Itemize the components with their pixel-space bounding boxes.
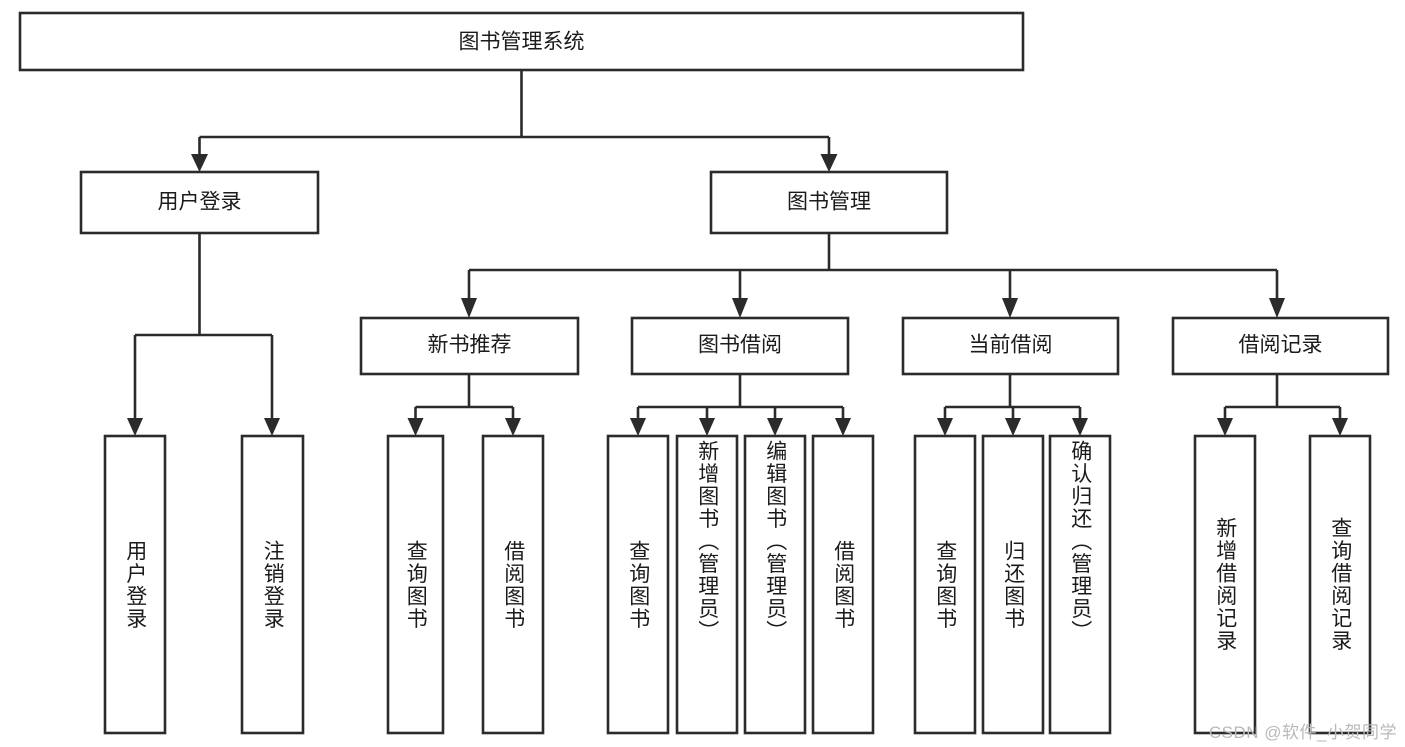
arrow-to-leaf-query-book-current: [937, 418, 953, 436]
csdn-watermark: CSDN @软件_小贺同学: [1208, 723, 1397, 742]
arrow-to-leaf-confirm-return: [1072, 418, 1088, 436]
arrow-to-new-book-recommend: [461, 298, 477, 318]
node-leaf-return-book-box[interactable]: [981, 434, 1045, 735]
node-leaf-query-book-new-box[interactable]: [386, 434, 445, 735]
node-book-borrow[interactable]: 图书借阅: [630, 316, 850, 376]
arrow-to-leaf-return-book: [1005, 418, 1021, 436]
arrow-to-leaf-edit-book: [767, 418, 783, 436]
node-leaf-logout-box[interactable]: [240, 434, 305, 735]
node-current-borrow-box[interactable]: [901, 316, 1120, 376]
arrow-to-leaf-query-book-borrow: [630, 418, 646, 436]
node-leaf-borrow-book-new-box[interactable]: [481, 434, 545, 735]
node-leaf-query-borrow-record-box[interactable]: [1308, 434, 1372, 735]
node-book-manage[interactable]: 图书管理: [709, 170, 949, 235]
node-current-borrow-label: 当前借阅: [969, 334, 1053, 357]
node-new-book-recommend-label: 新书推荐: [428, 334, 512, 357]
node-leaf-query-book-current-box[interactable]: [913, 434, 977, 735]
node-user-login[interactable]: 用户登录: [79, 170, 320, 235]
node-leaf-query-book-borrow-box[interactable]: [606, 434, 670, 735]
arrow-to-leaf-query-borrow-record: [1332, 418, 1348, 436]
node-new-book-recommend-box[interactable]: [359, 316, 580, 376]
node-user-login-box[interactable]: [79, 170, 320, 235]
arrow-to-leaf-user-login: [127, 418, 143, 436]
node-root-box[interactable]: [18, 11, 1025, 72]
arrow-to-leaf-query-book-new: [407, 418, 424, 436]
arrow-root-to-book-manage: [820, 154, 838, 172]
arrow-to-current-borrow: [1002, 298, 1018, 318]
node-book-manage-box[interactable]: [709, 170, 949, 235]
arrow-to-leaf-add-borrow-record: [1217, 418, 1233, 436]
node-book-manage-label: 图书管理: [787, 191, 871, 214]
node-leaf-add-book-box[interactable]: [675, 434, 739, 735]
arrow-to-leaf-borrow-book: [835, 418, 851, 436]
node-leaf-user-login-box[interactable]: [103, 434, 167, 735]
arrow-to-borrow-record: [1269, 298, 1285, 318]
node-root[interactable]: 图书管理系统: [18, 11, 1025, 72]
arrow-to-book-borrow: [732, 298, 748, 318]
node-leaf-confirm-return-box[interactable]: [1048, 434, 1112, 735]
arrow-root-to-user-login: [191, 154, 208, 172]
arrow-to-leaf-logout: [264, 418, 280, 436]
arrow-to-leaf-borrow-book-new: [505, 418, 521, 436]
node-user-login-label: 用户登录: [158, 191, 242, 214]
node-leaf-borrow-book-box[interactable]: [811, 434, 875, 735]
leaf-box-layer: [103, 434, 1372, 735]
node-root-label: 图书管理系统: [459, 31, 585, 54]
node-borrow-record-label: 借阅记录: [1239, 334, 1323, 357]
node-borrow-record[interactable]: 借阅记录: [1171, 316, 1390, 376]
node-book-borrow-box[interactable]: [630, 316, 850, 376]
arrow-to-leaf-add-book: [699, 418, 715, 436]
node-book-borrow-label: 图书借阅: [698, 334, 782, 357]
node-leaf-edit-book-box[interactable]: [743, 434, 807, 735]
connector-layer: [127, 70, 1348, 436]
node-leaf-add-borrow-record-box[interactable]: [1193, 434, 1257, 735]
node-new-book-recommend[interactable]: 新书推荐: [359, 316, 580, 376]
node-borrow-record-box[interactable]: [1171, 316, 1390, 376]
node-current-borrow[interactable]: 当前借阅: [901, 316, 1120, 376]
